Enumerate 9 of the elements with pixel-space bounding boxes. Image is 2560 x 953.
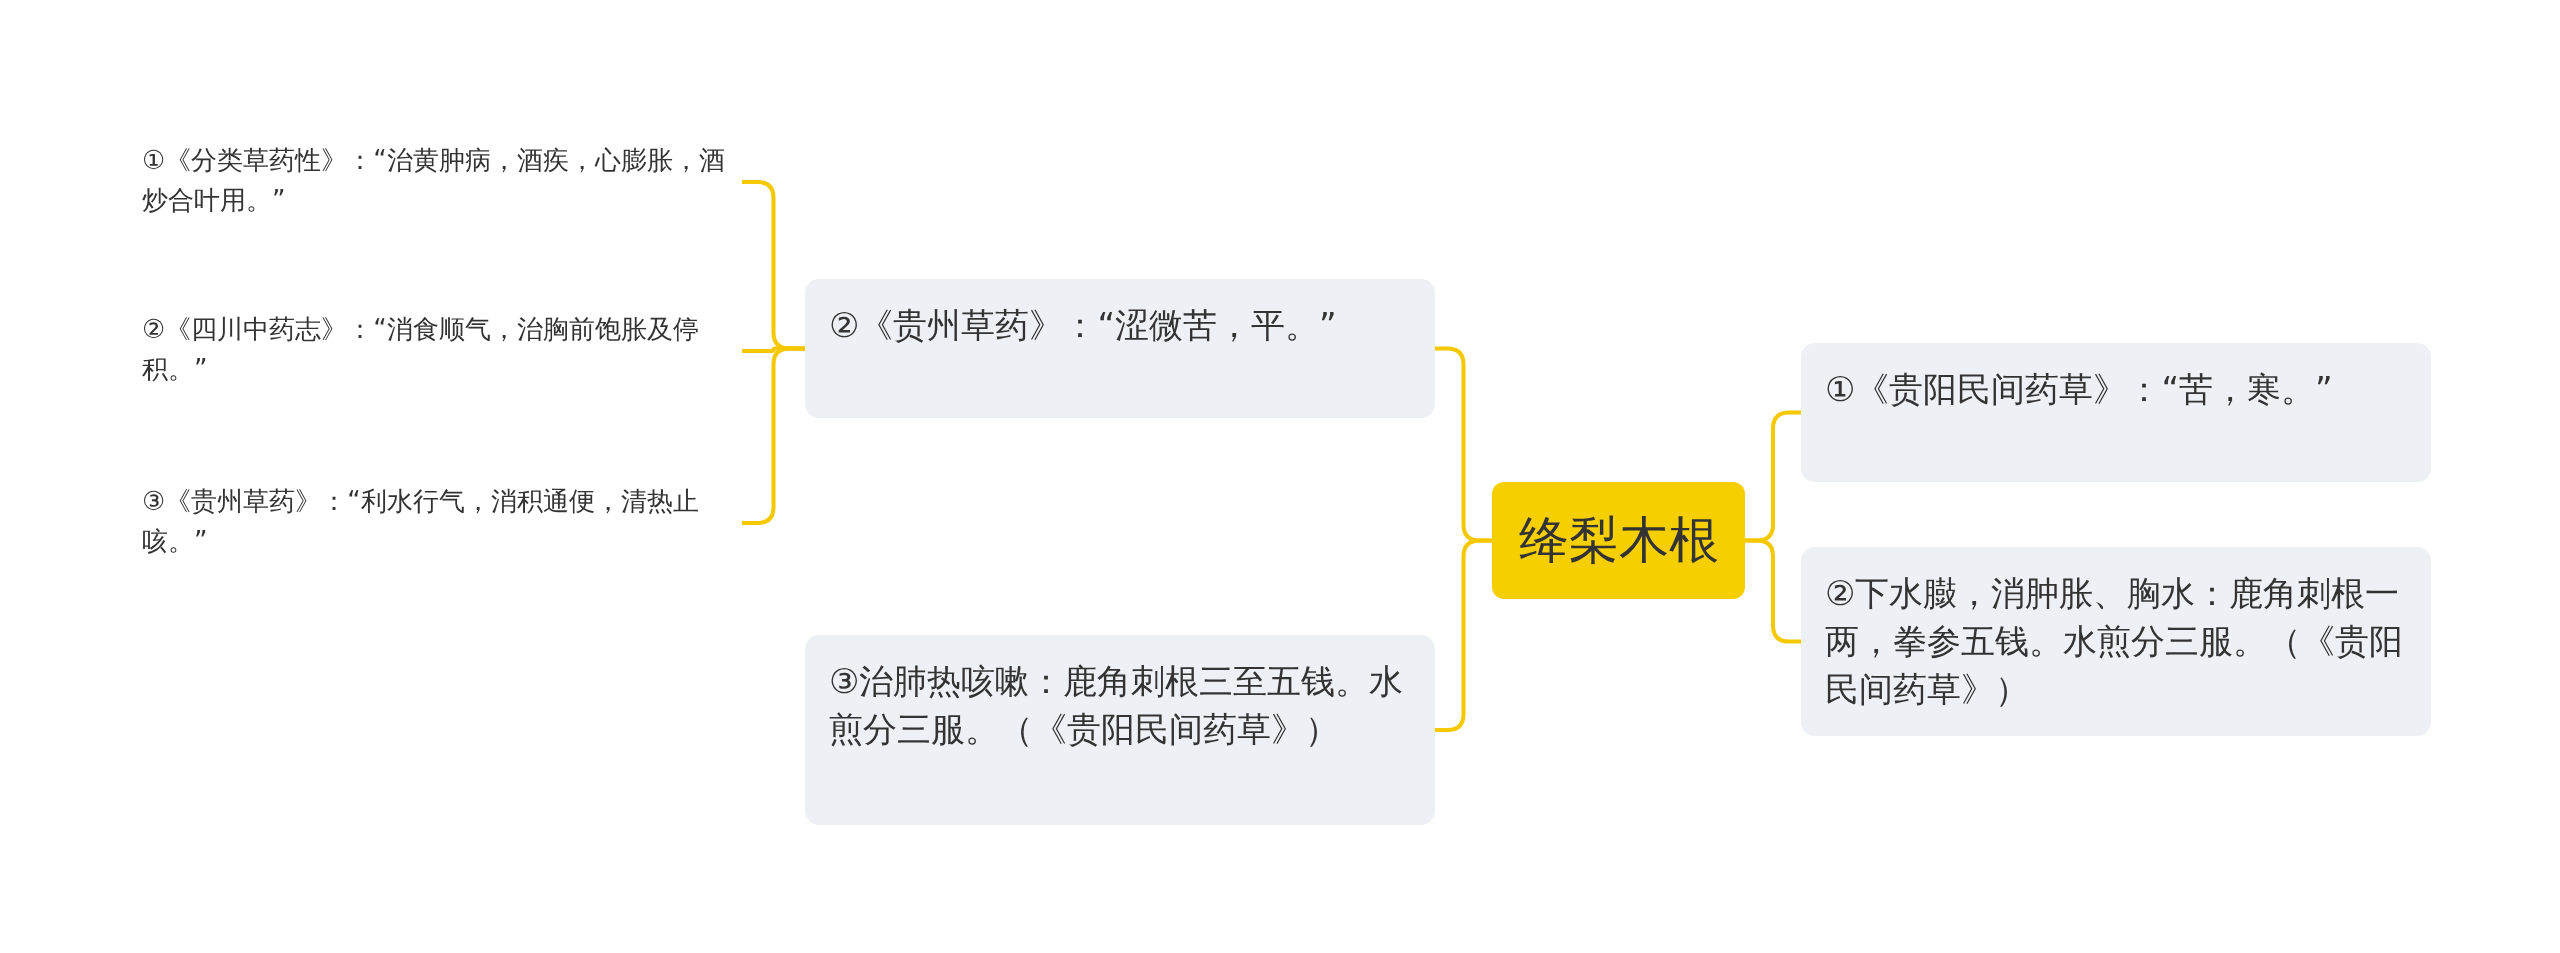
topic-box: ③治肺热咳嗽：鹿角刺根三至五钱。水煎分三服。（《贵阳民间药草》） — [805, 635, 1435, 825]
topic-box: ②《贵州草药》：“涩微苦，平。” — [805, 279, 1435, 418]
topic-box: ①《贵阳民间药草》：“苦，寒。” — [1801, 343, 2431, 482]
connector-line — [1745, 538, 1801, 644]
note-text: ①《分类草药性》：“治黄肿病，酒疾，心膨胀，酒炒合叶用。” — [142, 140, 742, 220]
topic-box: ②下水臌，消肿胀、胸水：鹿角刺根一两，拳参五钱。水煎分三服。（《贵阳民间药草》） — [1801, 547, 2431, 736]
central-topic-box: 绛梨木根 — [1492, 482, 1745, 599]
note-text: ③《贵州草药》：“利水行气，消积通便，清热止咳。” — [142, 481, 742, 561]
note-text: ②《四川中药志》：“消食顺气，治胸前饱胀及停积。” — [142, 309, 742, 389]
